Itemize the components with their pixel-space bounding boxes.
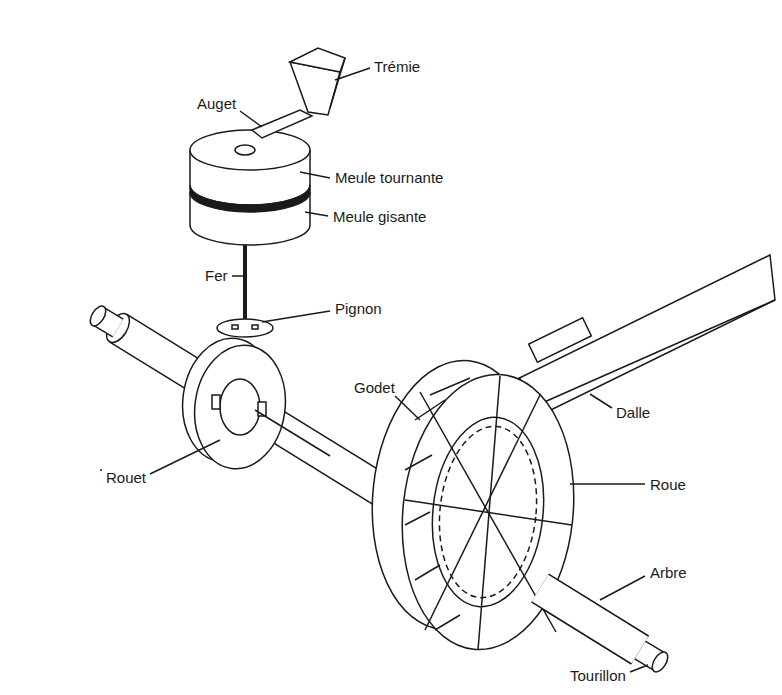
part-label: Fer — [205, 268, 228, 285]
part-label: Roue — [650, 477, 686, 494]
part-label: Dalle — [616, 405, 650, 422]
part-label: Godet — [354, 380, 395, 397]
part-label: Meule gisante — [333, 209, 426, 226]
part-label: Pignon — [335, 301, 382, 318]
part-label: Auget — [197, 96, 236, 113]
part-label: Tourillon — [570, 668, 626, 685]
part-label: Trémie — [374, 59, 420, 76]
part-label: Meule tournante — [335, 170, 443, 187]
part-label: Arbre — [650, 565, 687, 582]
part-label: Rouet — [106, 470, 146, 487]
